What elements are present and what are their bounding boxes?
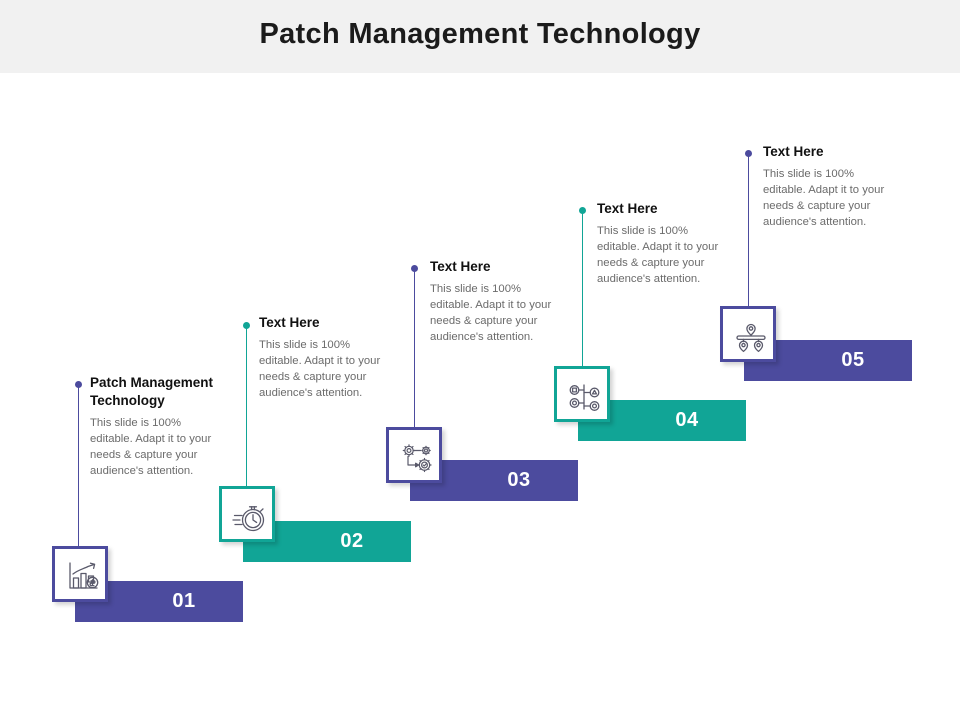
network-hierarchy-nodes-icon xyxy=(569,384,600,411)
step-04-icon-tile[interactable] xyxy=(554,366,610,422)
step-05-connector xyxy=(748,156,749,314)
step-03-icon-tile[interactable] xyxy=(386,427,442,483)
step-02-text-block: Text Here This slide is 100% editable. A… xyxy=(259,314,385,401)
step-03-number: 03 xyxy=(507,469,531,491)
step-03-text-block: Text Here This slide is 100% editable. A… xyxy=(430,258,556,345)
step-02-dot xyxy=(243,322,250,329)
step-02-number: 02 xyxy=(340,530,364,552)
step-04-number: 04 xyxy=(675,409,699,431)
gears-process-check-icon xyxy=(402,444,432,473)
step-01-icon-tile[interactable] xyxy=(52,546,108,602)
step-01-text-block: Patch Management Technology This slide i… xyxy=(90,374,216,479)
step-05-dot xyxy=(745,150,752,157)
step-04-connector xyxy=(582,213,583,374)
step-01-dot xyxy=(75,381,82,388)
title-band: Patch Management Technology xyxy=(0,0,960,73)
step-02-body: This slide is 100% editable. Adapt it to… xyxy=(259,338,381,400)
page-title: Patch Management Technology xyxy=(259,18,701,50)
step-04-body: This slide is 100% editable. Adapt it to… xyxy=(597,224,719,286)
step-02-title: Text Here xyxy=(259,315,320,330)
step-04-title: Text Here xyxy=(597,201,658,216)
step-02-icon-tile[interactable] xyxy=(219,486,275,542)
step-05-body: This slide is 100% editable. Adapt it to… xyxy=(763,167,885,229)
step-05-icon-tile[interactable] xyxy=(720,306,776,362)
step-04-text-block: Text Here This slide is 100% editable. A… xyxy=(597,200,723,287)
step-03-connector xyxy=(414,271,415,434)
step-03-body: This slide is 100% editable. Adapt it to… xyxy=(430,282,552,344)
step-03-title: Text Here xyxy=(430,259,491,274)
step-04-dot xyxy=(579,207,586,214)
step-01-title: Patch Management Technology xyxy=(90,375,214,408)
step-05-number: 05 xyxy=(841,349,865,371)
balance-scale-location-icon xyxy=(736,323,766,353)
step-01-connector xyxy=(78,387,79,554)
step-02-connector xyxy=(246,328,247,493)
step-05-text-block: Text Here This slide is 100% editable. A… xyxy=(763,143,889,230)
step-03-dot xyxy=(411,265,418,272)
step-01-number: 01 xyxy=(172,590,196,612)
stopwatch-speed-icon xyxy=(232,506,265,532)
bar-chart-growth-money-icon xyxy=(69,562,99,589)
step-01-body: This slide is 100% editable. Adapt it to… xyxy=(90,416,212,477)
step-05-title: Text Here xyxy=(763,144,824,159)
